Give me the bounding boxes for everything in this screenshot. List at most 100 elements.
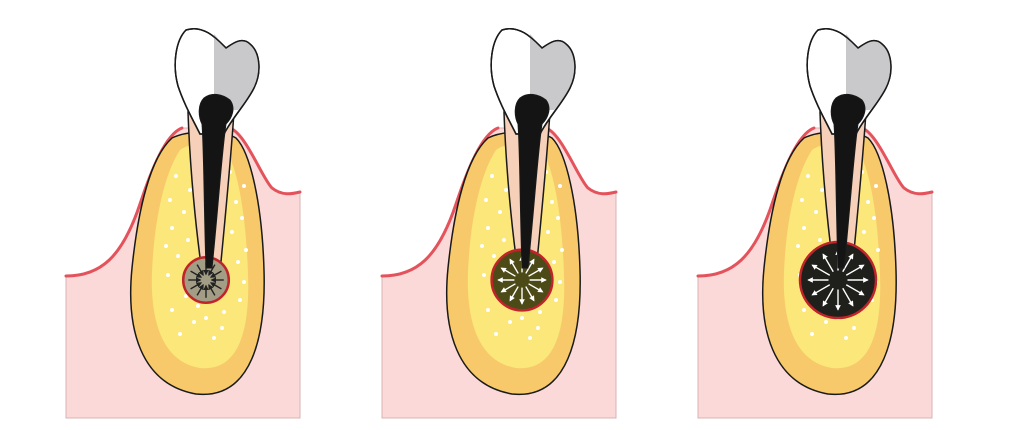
bone-marrow-dot [242,184,246,188]
bone-marrow-dot [168,198,172,202]
bone-marrow-dot [802,308,806,312]
bone-marrow-dot [490,174,494,178]
bone-marrow-dot [796,244,800,248]
bone-marrow-dot [204,316,208,320]
tooth-crown-shade [530,34,575,110]
bone-marrow-dot [166,273,170,277]
bone-marrow-dot [538,310,542,314]
bone-marrow-dot [554,298,558,302]
bone-marrow-dot [170,308,174,312]
bone-marrow-dot [862,230,866,234]
pressure-arrow [500,267,516,277]
gum-margin-line [696,126,934,278]
tooth-crown-shade [214,34,259,110]
bone-marrow-dot [556,216,560,220]
gum-margin-line [64,126,302,278]
pressure-arrow [845,284,865,296]
bone-marrow-dot [558,280,562,284]
bone-marrow-dot [188,188,192,192]
pressure-arrow [525,286,535,302]
pressure-arrow [208,283,216,296]
bone-marrow-dot [866,200,870,204]
bone-marrow-dot [484,198,488,202]
pressure-arrow [811,284,831,296]
pulp-canal [198,93,234,269]
bone-marrow-dot [818,238,822,242]
gum-margin-line [380,126,618,278]
pressure-arrow [209,270,222,278]
pressure-arrow [528,267,544,277]
pressure-arrow [842,253,854,273]
bone-marrow-dot [482,273,486,277]
bone-marrow-dot [230,230,234,234]
bone-marrow-dot [236,260,240,264]
pressure-arrow [509,258,519,274]
pressure-arrow [196,264,204,277]
bone-marrow-dot [536,326,540,330]
bone-marrow-dot [806,174,810,178]
panel-stage-2 [380,27,618,419]
panel-stage-3 [696,27,934,419]
pressure-arrow [845,264,865,276]
pressure-arrow [190,270,203,278]
bone-marrow-dot [824,320,828,324]
pressure-arrow [190,282,203,290]
bone-marrow-dot [550,200,554,204]
bone-marrow-dot [502,238,506,242]
pressure-arrow [822,287,834,307]
bone-marrow-dot [186,238,190,242]
pressure-arrow [208,264,216,277]
bone-marrow-dot [546,230,550,234]
tooth-crown-shade [846,34,891,110]
bone-marrow-dot [552,260,556,264]
bone-marrow-dot [558,184,562,188]
bone-marrow-dot [486,308,490,312]
bone-marrow-dot [874,184,878,188]
bone-marrow-dot [240,216,244,220]
bone-marrow-dot [844,336,848,340]
panel-stage-1 [64,27,302,419]
bone-marrow-dot [486,226,490,230]
bone-marrow-dot [872,216,876,220]
pressure-arrow [500,283,516,293]
bone-marrow-dot [520,316,524,320]
pressure-arrow [811,264,831,276]
pressure-arrow [822,253,834,273]
bone-marrow-dot [182,210,186,214]
pressure-arrow [525,258,535,274]
bone-marrow-dot [174,174,178,178]
bone-marrow-dot [560,248,564,252]
bone-marrow-dot [852,326,856,330]
bone-marrow-dot [196,304,200,308]
bone-marrow-dot [184,294,188,298]
bone-marrow-dot [494,332,498,336]
bone-marrow-dot [802,226,806,230]
bone-marrow-dot [528,336,532,340]
bone-marrow-dot [220,326,224,330]
pressure-arrow [509,286,519,302]
tooth-crown-outline [490,27,576,135]
bone-marrow-dot [244,248,248,252]
bone-marrow-dot [176,254,180,258]
bone-marrow-dot [170,226,174,230]
pressure-arrow [528,283,544,293]
bone-marrow-dot [508,320,512,324]
bone-marrow-dot [222,310,226,314]
bone-marrow-dot [234,200,238,204]
bone-marrow-dot [492,254,496,258]
bone-marrow-dot [498,210,502,214]
bone-marrow-dot [504,188,508,192]
tooth-crown-outline [806,27,892,135]
bone-marrow-dot [192,320,196,324]
pressure-arrow [196,283,204,296]
bone-marrow-dot [178,332,182,336]
pulp-canal [514,93,550,269]
bone-marrow-dot [164,244,168,248]
bone-marrow-dot [238,298,242,302]
bone-marrow-dot [800,198,804,202]
bone-marrow-dot [242,280,246,284]
tooth-crown-outline [174,27,260,135]
bone-marrow-dot [876,248,880,252]
